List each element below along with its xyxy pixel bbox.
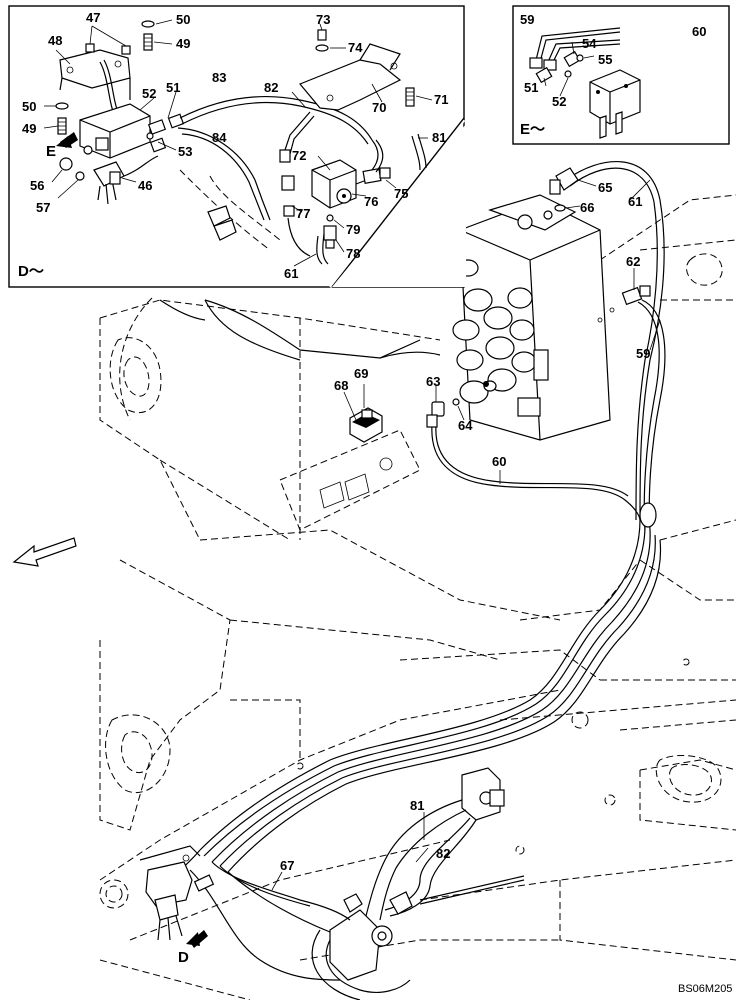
- callout-83: 83: [212, 70, 226, 85]
- control-valve-block: [452, 194, 615, 441]
- callout-52-inset: 52: [552, 94, 566, 109]
- callout-74: 74: [348, 40, 363, 55]
- callout-61-inset: 61: [284, 266, 298, 281]
- callout-62: 62: [626, 254, 640, 269]
- callout-54: 54: [582, 36, 597, 51]
- callout-49-left: 49: [22, 121, 36, 136]
- view-marker-d: D: [178, 949, 189, 966]
- callout-49-top: 49: [176, 36, 190, 51]
- callout-51-inset: 51: [524, 80, 538, 95]
- forward-direction-arrow: [12, 537, 77, 567]
- inset-d-parts: [55, 20, 427, 265]
- main-fittings: [279, 167, 651, 531]
- callout-69: 69: [354, 366, 368, 381]
- callout-50-left: 50: [22, 99, 36, 114]
- pedal-valve-assembly: [139, 767, 525, 1000]
- inset-e-parts: [529, 27, 641, 139]
- callout-51: 51: [166, 80, 180, 95]
- callout-82-inset: 82: [264, 80, 278, 95]
- fitting-65: [549, 167, 579, 195]
- inset-e-label: E～: [520, 121, 545, 138]
- callout-50-top: 50: [176, 12, 190, 27]
- callout-77: 77: [296, 206, 310, 221]
- inset-d-label: D～: [18, 263, 44, 280]
- callout-60-inset: 60: [692, 24, 706, 39]
- callout-61-main: 61: [628, 194, 642, 209]
- callout-48: 48: [48, 33, 62, 48]
- callout-53: 53: [178, 144, 192, 159]
- callout-66: 66: [580, 200, 594, 215]
- callout-79: 79: [346, 222, 360, 237]
- callout-59-main: 59: [636, 346, 650, 361]
- callout-65: 65: [598, 180, 612, 195]
- callout-57: 57: [36, 200, 50, 215]
- callout-70: 70: [372, 100, 386, 115]
- callout-76: 76: [364, 194, 378, 209]
- callout-78: 78: [346, 246, 360, 261]
- fitting-63: [426, 401, 445, 428]
- drawing-code: BS06M205: [678, 983, 732, 995]
- fitting-62: [621, 285, 651, 306]
- fitting-66: [554, 204, 566, 212]
- callout-55: 55: [598, 52, 612, 67]
- callout-47: 47: [86, 10, 100, 25]
- callout-75: 75: [394, 186, 408, 201]
- pilot-hoses-main: [199, 161, 666, 873]
- view-marker-e: E: [46, 143, 56, 160]
- callout-82-main: 82: [436, 846, 450, 861]
- valve-spool-caps: [452, 259, 549, 417]
- solenoid-valve-68: [349, 407, 383, 443]
- callout-63: 63: [426, 374, 440, 389]
- leader-lines: [43, 19, 661, 891]
- inset-d-frame: [8, 5, 466, 288]
- callout-68: 68: [334, 378, 348, 393]
- callout-72: 72: [292, 148, 306, 163]
- oring-64: [452, 398, 460, 406]
- callout-46: 46: [138, 178, 152, 193]
- callout-64: 64: [458, 418, 473, 433]
- callout-71: 71: [434, 92, 448, 107]
- callout-84: 84: [212, 130, 227, 145]
- callout-60-main: 60: [492, 454, 506, 469]
- callout-labels: 47 48 50 49 50 49 52 51 83 84 53 56 57 4…: [18, 10, 732, 995]
- machine-frame: [99, 194, 736, 1000]
- callout-81-inset: 81: [432, 130, 446, 145]
- callout-56: 56: [30, 178, 44, 193]
- callout-52: 52: [142, 86, 156, 101]
- mounting-bracket: [279, 429, 421, 531]
- callout-81-main: 81: [410, 798, 424, 813]
- callout-59-inset: 59: [520, 12, 534, 27]
- callout-67: 67: [280, 858, 294, 873]
- callout-73: 73: [316, 12, 330, 27]
